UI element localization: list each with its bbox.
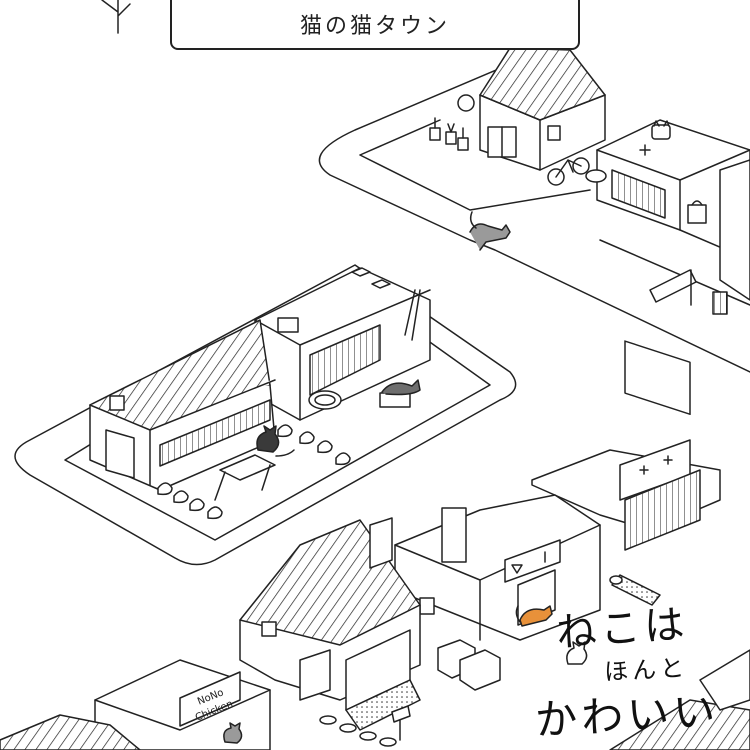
house-bottom-left (0, 714, 141, 750)
restaurant-house (89, 319, 276, 491)
bicycle (547, 157, 590, 186)
food-bowl (585, 169, 607, 183)
gray-cat-lying-on-box (379, 379, 421, 408)
stepping-stones (319, 715, 397, 747)
house-upper-mid (479, 47, 606, 171)
shrubs (157, 424, 351, 520)
block-middle (14, 264, 517, 566)
picnic-table (214, 454, 276, 501)
bar-building (394, 494, 601, 641)
potted-plants (429, 94, 475, 151)
workshop-building (254, 267, 431, 421)
black-cat-at-table (256, 425, 295, 457)
garage-house (239, 517, 421, 731)
house-bottom-right (609, 649, 750, 750)
cat-at-shop-counter (223, 722, 243, 744)
title-sign: 猫の猫タウン (170, 0, 580, 50)
clinic-building (531, 439, 721, 551)
tree-top-left (101, 0, 131, 34)
white-cat-in-slogan (566, 641, 588, 665)
bench-log (649, 269, 697, 306)
block-lower-left (0, 517, 750, 750)
walking-gray-cat (469, 211, 511, 251)
mailbox (391, 705, 411, 741)
block-lower-right (394, 439, 721, 691)
crates (437, 639, 501, 691)
town-title: 猫の猫タウン (299, 14, 450, 39)
log (609, 574, 661, 606)
chicken-shop (94, 659, 271, 750)
trash-can (712, 291, 728, 315)
catchphrase-line3: かわいい (534, 686, 721, 745)
block-upper-right (318, 47, 750, 415)
pharmacy-building (596, 119, 750, 415)
orange-tabby-cat (515, 605, 553, 627)
cat-on-roof (651, 120, 671, 140)
